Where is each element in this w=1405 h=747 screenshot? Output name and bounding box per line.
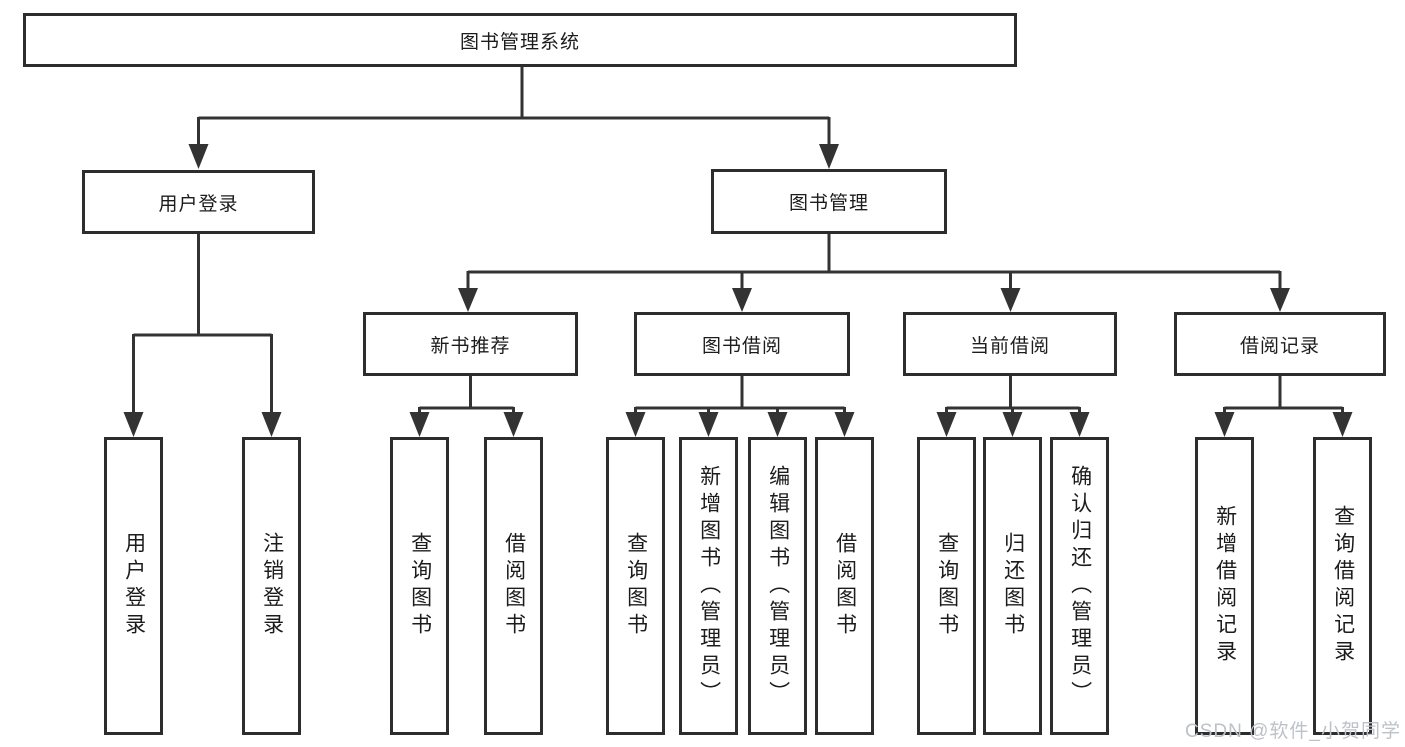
leaf-query-books-current: 查询图书 (917, 437, 976, 735)
node-current-borrow-label: 当前借阅 (969, 335, 1050, 357)
node-user-login-label: 用户登录 (158, 193, 239, 215)
arrowheads-level3 (458, 288, 1290, 312)
leaf-borrow-books: 借阅图书 (815, 437, 874, 735)
leaf-query-borrow-record-label: 查询借阅记录 (1331, 505, 1355, 667)
leaf-confirm-return-admin: 确认归还（管理员） (1050, 437, 1109, 735)
leaf-add-books-admin: 新增图书（管理员） (679, 437, 738, 735)
node-book-borrow-label: 图书借阅 (701, 335, 782, 357)
node-library-system: 图书管理系统 (23, 13, 1017, 67)
connector-user-login-children (132, 234, 273, 414)
node-user-login: 用户登录 (82, 170, 315, 234)
connector-new-books-children (418, 376, 515, 414)
arrowheads-book-borrow-children (625, 412, 855, 437)
node-book-management: 图书管理 (711, 169, 947, 234)
leaf-return-books-label: 归还图书 (1001, 532, 1025, 640)
leaf-borrow-books-recommend: 借阅图书 (484, 437, 543, 735)
leaf-query-books-borrow: 查询图书 (606, 437, 665, 735)
leaf-add-books-admin-label: 新增图书（管理员） (697, 464, 721, 708)
leaf-logout-label: 注销登录 (260, 532, 284, 640)
leaf-confirm-return-admin-label: 确认归还（管理员） (1068, 464, 1092, 708)
connector-root-to-level2 (197, 67, 831, 146)
leaf-query-borrow-record: 查询借阅记录 (1313, 437, 1372, 735)
leaf-user-login: 用户登录 (104, 437, 163, 735)
leaf-add-borrow-record-label: 新增借阅记录 (1213, 505, 1237, 667)
node-borrow-records-label: 借阅记录 (1239, 335, 1320, 357)
leaf-query-books-borrow-label: 查询图书 (624, 532, 648, 640)
leaf-query-books-recommend-label: 查询图书 (408, 532, 432, 640)
arrowheads-user-login-children (123, 412, 282, 437)
connector-borrow-records-children (1223, 376, 1344, 414)
node-borrow-records: 借阅记录 (1174, 312, 1386, 376)
arrowheads-level2 (188, 144, 839, 169)
leaf-return-books: 归还图书 (983, 437, 1042, 735)
node-current-borrow: 当前借阅 (903, 312, 1117, 376)
leaf-borrow-books-recommend-label: 借阅图书 (502, 532, 526, 640)
node-book-borrow: 图书借阅 (634, 312, 850, 376)
arrowheads-current-borrow-children (936, 412, 1090, 437)
csdn-watermark: CSDN @软件_小贺同学 (1185, 721, 1401, 742)
node-book-management-label: 图书管理 (788, 193, 869, 214)
leaf-user-login-label: 用户登录 (122, 532, 146, 640)
leaf-logout: 注销登录 (242, 437, 301, 735)
connector-book-borrow-children (634, 376, 846, 414)
connector-current-borrow-children (945, 376, 1081, 414)
node-new-book-recommend: 新书推荐 (363, 312, 578, 376)
leaf-add-borrow-record: 新增借阅记录 (1195, 437, 1254, 735)
arrowheads-new-books-children (409, 412, 524, 437)
leaf-query-books-current-label: 查询图书 (935, 532, 959, 640)
leaf-edit-books-admin: 编辑图书（管理员） (748, 437, 807, 735)
leaf-edit-books-admin-label: 编辑图书（管理员） (766, 464, 790, 708)
node-new-book-recommend-label: 新书推荐 (430, 335, 511, 357)
arrowheads-borrow-records-children (1214, 412, 1353, 437)
leaf-borrow-books-label: 借阅图书 (833, 532, 857, 640)
connector-book-mgmt-to-level3 (466, 234, 1282, 290)
node-library-system-label: 图书管理系统 (459, 31, 580, 53)
leaf-query-books-recommend: 查询图书 (390, 437, 449, 735)
